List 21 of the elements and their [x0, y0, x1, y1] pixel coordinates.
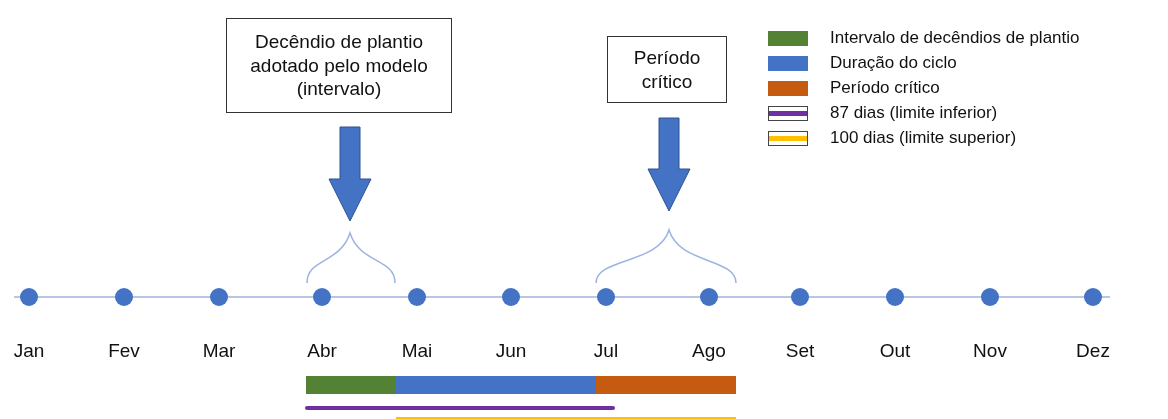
- legend-label: 87 dias (limite inferior): [830, 103, 998, 123]
- legend-label: 100 dias (limite superior): [830, 128, 1017, 148]
- text-box: Decêndio de plantio adotado pelo modelo (intervalo): [226, 18, 452, 113]
- month-label: Abr: [307, 340, 337, 362]
- month-label: Jul: [593, 340, 619, 362]
- month-label: Set: [785, 340, 815, 362]
- text-box: Período crítico: [607, 36, 727, 103]
- block-arrow: [647, 117, 691, 212]
- month-label: Fev: [108, 340, 140, 362]
- month-label: Jun: [495, 340, 527, 362]
- month-label: Jan: [13, 340, 45, 362]
- legend-label: Período crítico: [830, 78, 940, 98]
- month-label: Mar: [202, 340, 236, 362]
- month-label: Dez: [1076, 340, 1110, 362]
- block-arrow: [328, 126, 372, 222]
- month-label: Out: [879, 340, 911, 362]
- month-label: Nov: [973, 340, 1007, 362]
- month-label: Ago: [692, 340, 726, 362]
- legend-label: Duração do ciclo: [830, 53, 957, 73]
- legend-label: Intervalo de decêndios de plantio: [830, 28, 1080, 48]
- month-label: Mai: [401, 340, 433, 362]
